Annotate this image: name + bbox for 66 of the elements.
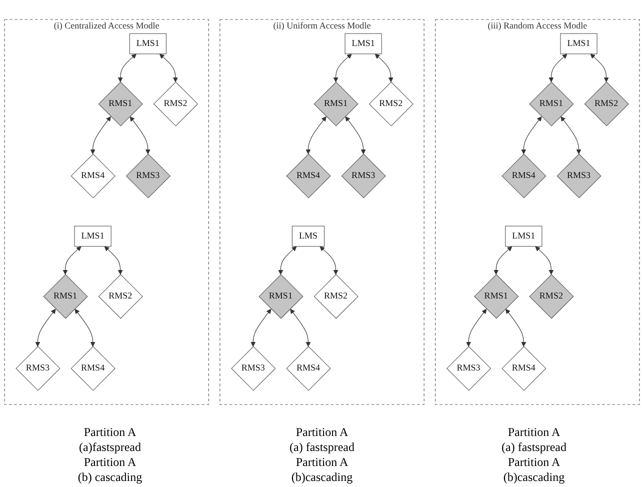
node-diamond: RMS3 (231, 346, 276, 390)
caption-text: Partition A (84, 455, 136, 470)
arrow (560, 116, 582, 154)
arrow (494, 246, 512, 274)
arrow (130, 116, 150, 154)
node-diamond: RMS1 (529, 81, 574, 126)
node-diamond: RMS4 (286, 346, 331, 390)
arrow (278, 246, 297, 274)
caption-text: (a) fastspread (290, 440, 354, 455)
caption-text: (a)fastspread (79, 440, 141, 455)
arrow (535, 246, 554, 274)
arrow (374, 53, 394, 82)
caption-text: (b) cascading (78, 470, 142, 485)
node-diamond: RMS2 (98, 274, 143, 318)
node-diamond: RMS2 (314, 274, 358, 318)
arrow (250, 308, 272, 346)
caption-text: Partition A (296, 425, 348, 440)
arrow (548, 53, 568, 82)
arrow (62, 246, 82, 274)
arrow (590, 53, 609, 82)
node-box: LMS1 (560, 32, 598, 54)
node-diamond: RMS4 (502, 153, 546, 198)
caption-text: Partition A (508, 455, 560, 470)
arrow (35, 308, 56, 346)
node-diamond: RMS4 (286, 153, 331, 198)
arrow (74, 308, 96, 346)
node-diamond: RMS3 (556, 153, 602, 198)
arrow (306, 116, 326, 154)
node-diamond: RMS3 (341, 153, 386, 198)
node-box: LMS1 (129, 32, 166, 54)
arrow (159, 53, 178, 82)
arrow (333, 53, 352, 82)
node-diamond: RMS1 (98, 81, 143, 126)
caption-text: Partition A (508, 425, 560, 440)
node-diamond: RMS1 (43, 274, 88, 318)
node-diamond: RMS1 (474, 274, 519, 318)
caption-text: (b)cascading (503, 470, 565, 485)
node-diamond: RMS2 (368, 81, 414, 126)
arrow (466, 308, 487, 346)
arrow (345, 116, 366, 154)
node-diamond: RMS1 (258, 274, 304, 318)
caption-text: Partition A (84, 425, 136, 440)
arrow (118, 53, 136, 82)
node-diamond: RMS3 (16, 346, 60, 390)
arrow (506, 308, 526, 346)
arrow (521, 116, 542, 154)
caption-text: (a) fastspread (502, 440, 566, 455)
node-diamond: RMS2 (584, 81, 629, 126)
arrow (320, 246, 338, 274)
caption-text: Partition A (296, 455, 348, 470)
node-diamond: RMS3 (126, 153, 171, 198)
caption-text: (b)cascading (291, 470, 353, 485)
arrow (104, 246, 123, 274)
node-diamond: RMS4 (70, 346, 116, 390)
node-diamond: RMS3 (446, 346, 492, 390)
node-box: LMS1 (505, 225, 542, 246)
arrow (290, 308, 311, 346)
node-diamond: RMS2 (153, 81, 198, 126)
node-box: LMS1 (74, 225, 112, 246)
node-diamond: RMS4 (70, 153, 116, 198)
node-diamond: RMS2 (529, 274, 574, 318)
node-diamond: RMS4 (502, 346, 546, 390)
node-box: LMS1 (344, 32, 382, 54)
node-diamond: RMS1 (314, 81, 358, 126)
arrow (90, 116, 111, 154)
node-box: LMS (292, 225, 325, 246)
